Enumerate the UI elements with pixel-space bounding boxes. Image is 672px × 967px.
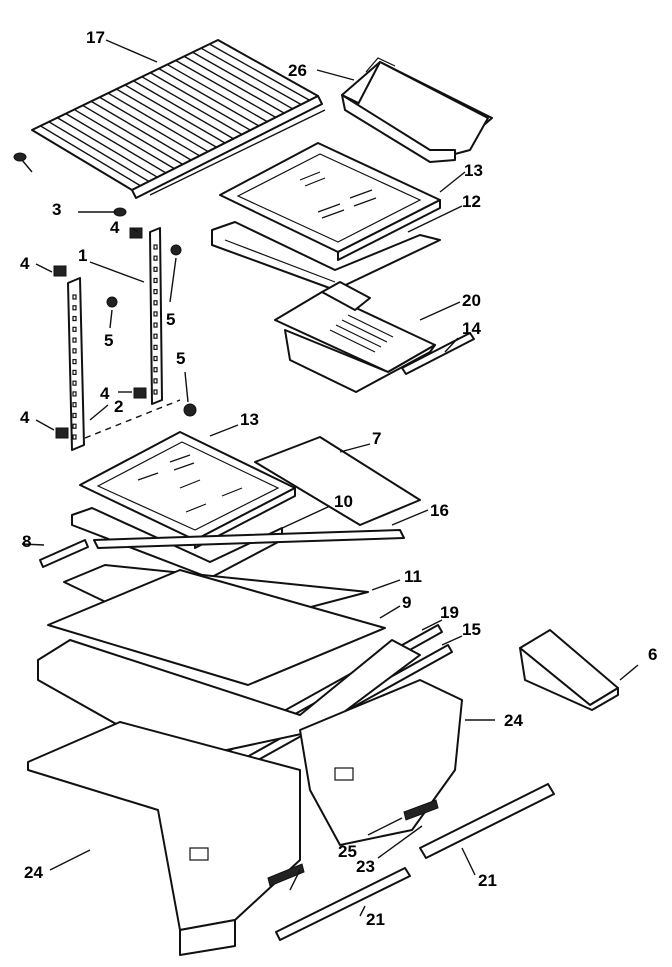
callout-5-lower: 5 [176,349,186,368]
glass-shelf-13-middle [79,431,296,549]
callout-13-upper: 13 [464,161,483,180]
crisper-bin-26 [341,57,493,163]
shelf-end-cap-3 [13,152,127,217]
callout-25: 25 [338,842,357,861]
callout-21-bottom: 21 [366,910,385,929]
callout-4-bottom: 4 [20,408,30,427]
callout-leaders [21,39,639,917]
callout-23: 23 [356,857,375,876]
crisper-drawer-24-left [27,721,301,956]
callout-12: 12 [462,192,481,211]
callout-9: 9 [402,593,412,612]
crisper-cover-9 [47,569,386,686]
callout-2: 2 [114,397,124,416]
callout-20: 20 [462,291,481,310]
shelf-frame-12 [211,221,441,291]
callout-19: 19 [440,603,459,622]
wire-shelf-17 [31,39,326,199]
callout-1: 1 [78,246,88,265]
rod-21 [275,783,555,941]
callout-10: 10 [334,492,353,511]
rail-clip-4 [53,227,147,439]
meat-drawer-20 [274,281,436,393]
callout-5-right: 5 [166,310,176,329]
callout-16: 16 [430,501,449,520]
door-bin-6 [519,629,619,711]
shelf-trim-16 [93,529,405,549]
callout-8: 8 [22,532,32,551]
callout-5-left: 5 [104,331,114,350]
trim-8 [39,539,89,568]
callout-14: 14 [462,319,481,338]
callout-4-left: 4 [20,254,30,273]
shelf-rail-2 [67,277,85,451]
crisper-drawer-24-right [299,679,463,846]
callout-3: 3 [52,200,62,219]
callout-24-left: 24 [24,863,43,882]
callout-6: 6 [648,645,658,664]
callout-7: 7 [372,429,382,448]
callout-11: 11 [404,567,422,586]
callout-4-mid: 4 [100,384,110,403]
callout-15: 15 [462,620,481,639]
trim-strip-14 [401,332,475,375]
screw-5 [106,244,197,417]
cover-panel-7 [254,436,421,526]
callout-26: 26 [288,61,307,80]
callout-4-top: 4 [110,218,120,237]
shelf-rail-1 [149,227,163,405]
callout-13-middle: 13 [240,410,259,429]
glass-shelf-13-upper [219,142,441,261]
slide-25-23 [267,799,439,887]
callout-21-right: 21 [478,871,497,890]
callout-17: 17 [86,28,105,47]
callout-24-right: 24 [504,711,523,730]
